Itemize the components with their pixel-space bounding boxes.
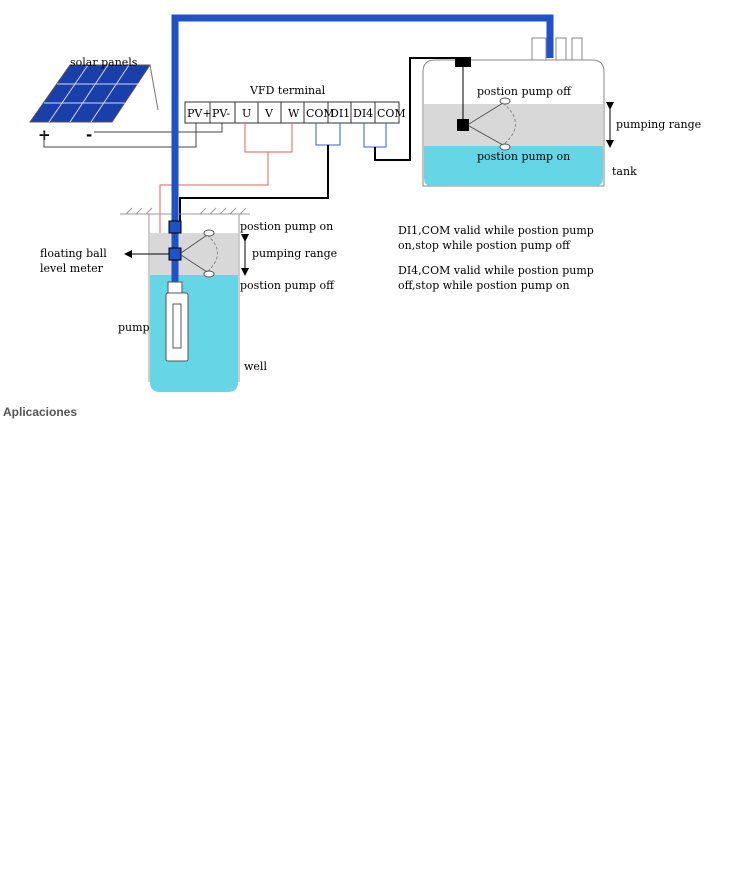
ground-hatching [120, 207, 250, 215]
delivery-pipe [171, 14, 554, 290]
well-pumping-range-label: pumping range [252, 247, 337, 260]
well-float-switch [124, 220, 218, 278]
terminal-w: W [288, 107, 300, 120]
solar-wires [43, 122, 223, 148]
tank [422, 37, 605, 187]
note-di1-line1: DI1,COM valid while postion pump [398, 224, 594, 237]
terminal-pv-minus: PV- [212, 107, 230, 120]
note-di4-line1: DI4,COM valid while postion pump [398, 264, 594, 277]
terminal-u: U [242, 107, 251, 120]
tank-pump-on-label: postion pump on [477, 150, 570, 163]
terminal-com-2: COM [377, 107, 406, 120]
floating-ball-label: floating ball [40, 247, 107, 260]
terminal-com-1: COM [306, 107, 335, 120]
solar-panel-array [29, 64, 159, 123]
section-heading: Aplicaciones [3, 405, 78, 419]
minus-terminal-sign: - [86, 126, 92, 144]
terminal-di1: DI1 [330, 107, 350, 120]
well-pump-on-label: postion pump on [240, 220, 333, 233]
vfd-terminal-title: VFD terminal [249, 84, 326, 97]
note-di4-line2: off,stop while postion pump on [398, 279, 570, 292]
well-label: well [244, 360, 267, 373]
well-pump-off-label: postion pump off [240, 279, 335, 292]
terminal-pv-plus: PV+ [187, 107, 212, 120]
pump-label: pump [118, 321, 150, 334]
tank-pump-off-label: postion pump off [477, 85, 572, 98]
solar-panels-label: solar panels [70, 56, 138, 69]
tank-pumping-range-label: pumping range [616, 118, 701, 131]
submersible-pump [165, 281, 189, 362]
tank-float-switch [455, 59, 516, 151]
tank-label: tank [612, 165, 637, 178]
terminal-di4: DI4 [353, 107, 373, 120]
note-di1-line2: on,stop while postion pump off [398, 239, 571, 252]
terminal-v: V [264, 107, 274, 120]
well [148, 214, 240, 392]
vfd-terminal-block [184, 101, 400, 124]
level-meter-label: level meter [40, 262, 104, 275]
